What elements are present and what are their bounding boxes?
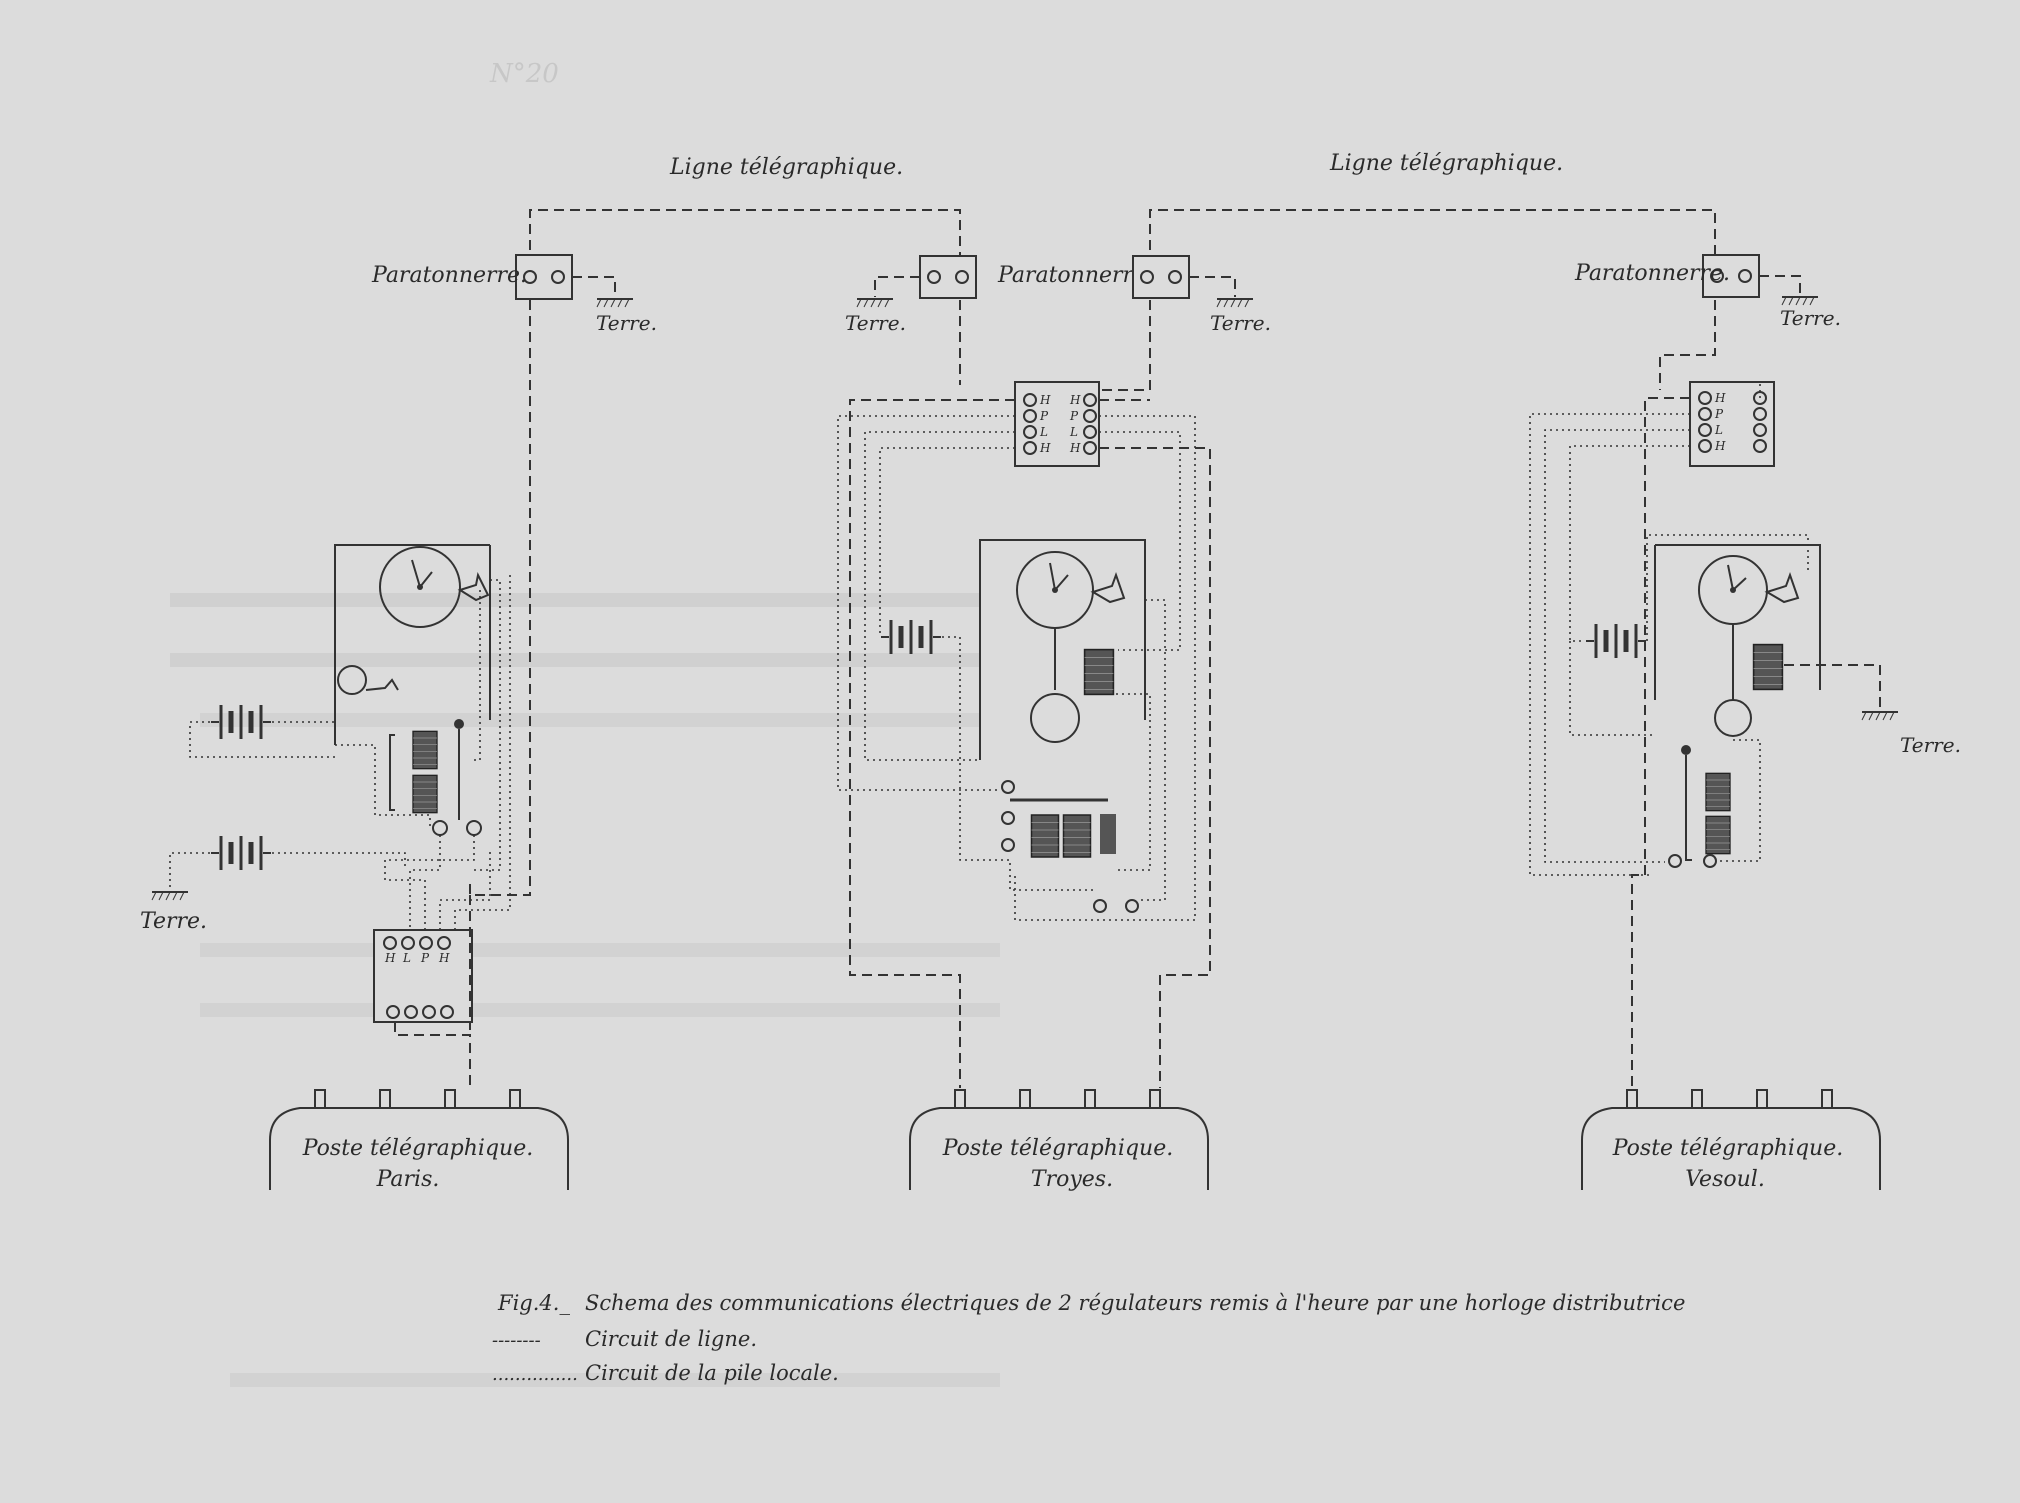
troyes-terminal-b2: P <box>1069 409 1079 423</box>
troyes-terminal-a1: H <box>1039 393 1051 407</box>
terre-label-vesoul-right: Terre. <box>1900 733 1961 757</box>
station-paris: Poste télégraphique. Paris. <box>269 1089 569 1192</box>
line-label-left: Ligne télégraphique. <box>669 155 903 180</box>
legend-line-text: Circuit de ligne. <box>585 1327 757 1351</box>
vesoul-lightning-arrester: Paratonnerre. Terre. <box>1574 254 1841 330</box>
paris-bell-icon <box>337 665 367 695</box>
bleed-through-text: N°20 <box>170 59 1000 1387</box>
station-title-vesoul: Poste télégraphique. <box>1612 1136 1843 1161</box>
station-city-troyes: Troyes. <box>1031 1167 1113 1192</box>
legend-local-mark: ............... <box>492 1364 578 1385</box>
paratonnerre-label-troyes: Paratonnerre. <box>997 263 1153 288</box>
troyes-lightning-arrester-left: Terre. Paratonnerre. <box>845 255 1153 335</box>
terminal-h1: H <box>384 951 396 965</box>
troyes-terminal-a3: L <box>1039 425 1048 439</box>
troyes-apparatus: H P L H H P L H <box>837 381 1211 1088</box>
terminal-p: P <box>420 951 430 965</box>
figure-caption: Fig.4._ Schema des communications électr… <box>492 1291 1685 1385</box>
station-city-paris: Paris. <box>376 1167 440 1192</box>
troyes-terminal-b1: H <box>1069 393 1081 407</box>
paris-lightning-arrester: Paratonnerre. Terre. <box>371 254 657 335</box>
terre-label-paris-left: Terre. <box>140 909 207 934</box>
paratonnerre-label-paris: Paratonnerre. <box>371 263 527 288</box>
terminal-l: L <box>402 951 411 965</box>
troyes-lightning-arrester-right: Terre. <box>1132 255 1271 335</box>
paris-clock-dial <box>379 546 461 628</box>
station-title-troyes: Poste télégraphique. <box>942 1136 1173 1161</box>
troyes-terminal-b3: L <box>1069 425 1078 439</box>
station-title-paris: Poste télégraphique. <box>302 1136 533 1161</box>
telegraph-line-right <box>1100 209 1716 391</box>
paratonnerre-label-vesoul: Paratonnerre. <box>1574 261 1730 286</box>
terre-label-paris-top: Terre. <box>596 311 657 335</box>
station-city-vesoul: Vesoul. <box>1685 1167 1765 1192</box>
legend-line-mark: -------- <box>492 1330 541 1351</box>
troyes-terminal-a2: P <box>1039 409 1049 423</box>
vesoul-apparatus: H P L H Terre. <box>1529 380 1961 1088</box>
troyes-terminal-a4: H <box>1039 441 1051 455</box>
terre-label-troyes-left: Terre. <box>845 311 906 335</box>
caption-fig-number: Fig.4._ <box>497 1291 570 1315</box>
vesoul-terminal-1: H <box>1714 391 1726 405</box>
station-troyes: Poste télégraphique. Troyes. <box>909 1089 1209 1192</box>
terre-label-vesoul-top: Terre. <box>1780 306 1841 330</box>
vesoul-terminal-4: H <box>1714 439 1726 453</box>
legend-local-text: Circuit de la pile locale. <box>585 1361 839 1385</box>
station-vesoul: Poste télégraphique. Vesoul. <box>1581 1089 1881 1192</box>
paris-apparatus: Terre. H L P H <box>140 544 511 1088</box>
vesoul-terminal-3: L <box>1714 423 1723 437</box>
telegraph-line-left <box>469 209 961 896</box>
caption-text: Schema des communications électriques de… <box>585 1291 1685 1315</box>
troyes-terminal-b4: H <box>1069 441 1081 455</box>
terminal-h2: H <box>438 951 450 965</box>
plate-mark: N°20 <box>489 59 559 89</box>
line-label-right: Ligne télégraphique. <box>1329 151 1563 176</box>
vesoul-terminal-2: P <box>1714 407 1724 421</box>
terre-label-troyes-right: Terre. <box>1210 311 1271 335</box>
